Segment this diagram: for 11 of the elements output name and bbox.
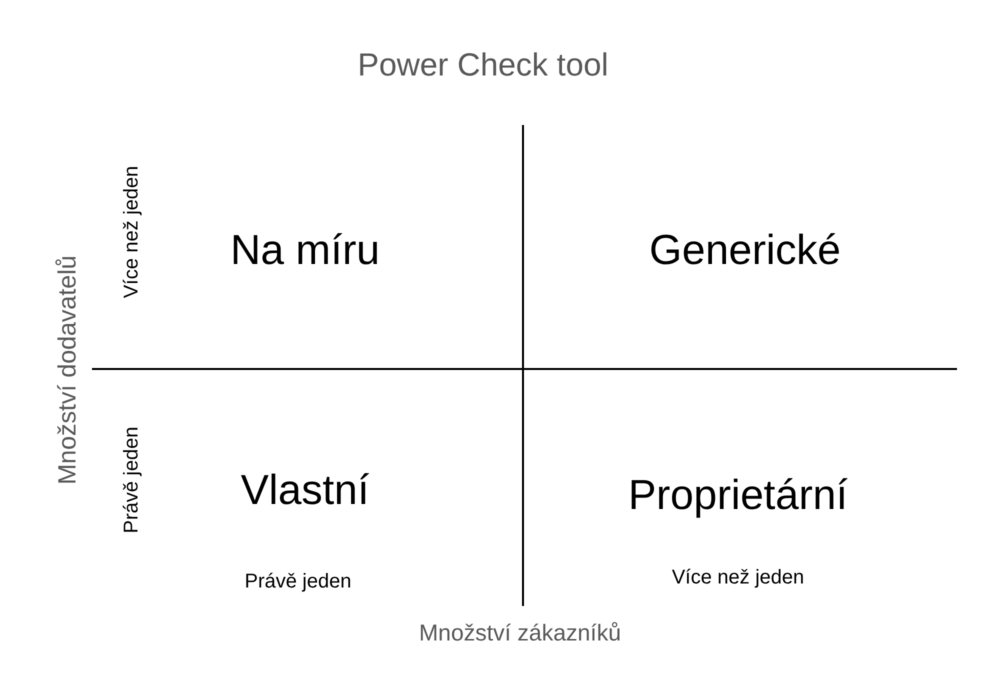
quadrant-label: Vlastní [240, 466, 370, 514]
axis-title: Množství dodavatelů [54, 255, 82, 485]
axis-tick-label: Více než jeden [672, 566, 804, 590]
axis-title: Množství zákazníků [419, 620, 621, 646]
chart-title: Power Check tool [358, 46, 608, 84]
quadrant-label: Proprietární [628, 471, 848, 519]
axis-tick-label: Více než jeden [120, 166, 144, 298]
quadrant-label: Generické [649, 226, 841, 274]
quadrant-label: Na míru [230, 226, 380, 274]
axis-tick-label: Právě jeden [120, 426, 144, 534]
axis-tick-label: Právě jeden [244, 570, 352, 594]
